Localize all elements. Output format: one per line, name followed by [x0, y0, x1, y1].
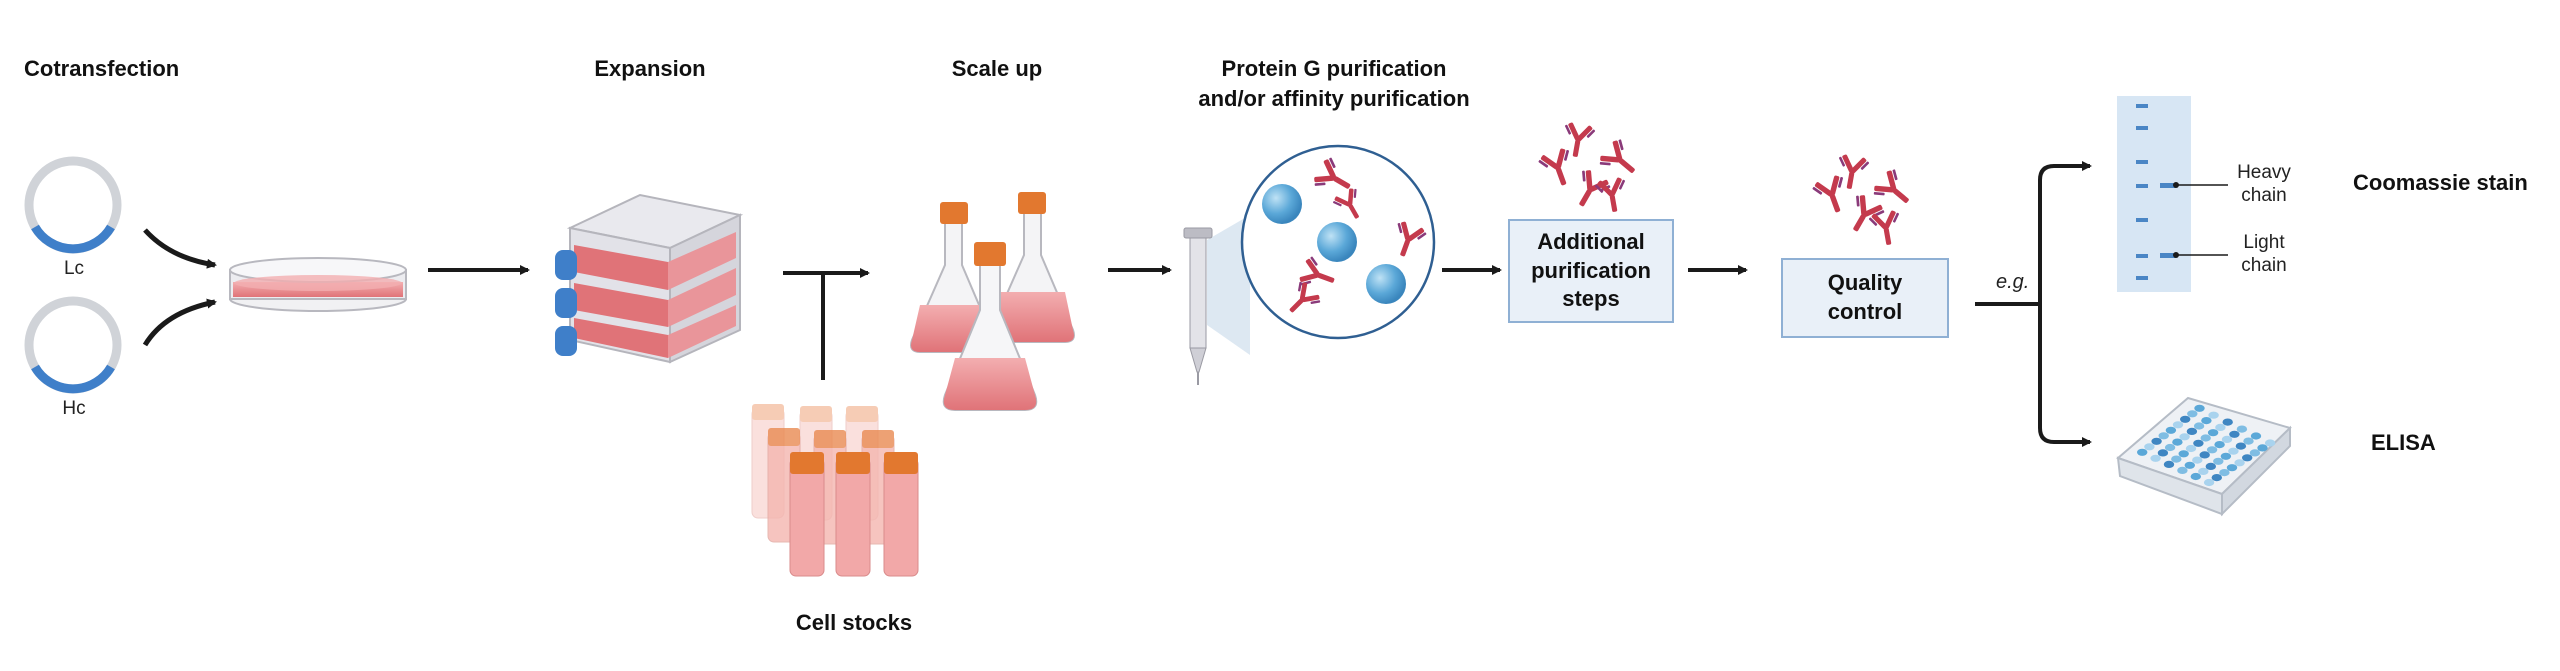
elisa-well — [2177, 466, 2188, 474]
elisa-plate-icon — [2116, 396, 2292, 517]
elisa-well — [2172, 438, 2183, 446]
elisa-well — [2250, 432, 2262, 440]
arrow-hc-to-dish — [142, 298, 217, 347]
elisa-well — [2206, 446, 2218, 454]
coomassie-stain-label: Coomassie stain — [2353, 170, 2528, 195]
elisa-well — [2228, 447, 2239, 455]
gel-icon — [2117, 96, 2228, 292]
elisa-well — [2185, 444, 2197, 453]
elisa-well — [2193, 422, 2205, 430]
plasmid-lc-label: Lc — [63, 258, 85, 279]
elisa-well — [2220, 452, 2232, 460]
heavy-chain-line1: Heavy — [2237, 162, 2291, 183]
elisa-well — [2203, 478, 2215, 487]
elisa-well — [2236, 425, 2248, 433]
elisa-well — [2222, 418, 2233, 426]
purification-column-icon — [1183, 215, 1250, 385]
light-chain-label: Light chain — [2241, 232, 2286, 278]
elisa-well — [2137, 448, 2148, 456]
branch-note: e.g. — [1996, 271, 2030, 293]
petri-dish-icon — [229, 257, 407, 312]
elisa-well — [2192, 456, 2203, 464]
elisa-well — [2243, 437, 2254, 445]
quality-control-line2: control — [1827, 299, 1903, 324]
elisa-well — [2165, 426, 2177, 434]
elisa-well — [2186, 427, 2198, 435]
additional-purification-box: Additional purification steps — [1508, 219, 1674, 323]
elisa-well — [2180, 415, 2191, 423]
elisa-well — [2214, 441, 2225, 449]
elisa-well — [2164, 443, 2176, 452]
branch-arrows — [1975, 161, 2092, 447]
plasmid-lc-icon — [24, 156, 122, 254]
light-chain-line1: Light — [2243, 232, 2285, 253]
elisa-well — [2194, 404, 2205, 412]
elisa-well — [2184, 461, 2195, 469]
elisa-well — [2242, 454, 2253, 462]
elisa-well — [2213, 457, 2224, 465]
elisa-well — [2200, 434, 2211, 442]
arrow-lc-to-dish — [143, 228, 217, 269]
elisa-well — [2190, 472, 2201, 481]
elisa-well — [2229, 430, 2240, 438]
step-purification-label-line1: Protein G purification — [1221, 56, 1447, 81]
step-scale-up-label: Scale up — [951, 56, 1043, 81]
elisa-well — [2150, 454, 2161, 462]
magnified-beads-icon — [1240, 144, 1436, 340]
cell-stocks-label: Cell stocks — [795, 610, 913, 635]
elisa-well — [2151, 437, 2162, 445]
elisa-well — [2163, 460, 2175, 468]
light-chain-line2: chain — [2241, 254, 2287, 276]
elisa-well — [2157, 449, 2169, 457]
elisa-well — [2158, 432, 2169, 440]
elisa-well — [2205, 462, 2216, 470]
elisa-well — [2171, 455, 2182, 463]
elisa-well — [2264, 439, 2276, 447]
elisa-well — [2178, 450, 2189, 458]
plasmid-hc-icon — [24, 296, 122, 394]
quality-control-box: Quality control — [1781, 258, 1949, 338]
elisa-well — [2199, 451, 2210, 459]
elisa-well — [2201, 417, 2212, 425]
step-purification-label-line2: and/or affinity purification — [1198, 86, 1470, 111]
cell-factory-flask-icon — [555, 193, 744, 364]
elisa-well — [2257, 444, 2268, 452]
elisa-well — [2172, 421, 2184, 429]
cryovials-icon — [751, 404, 919, 577]
elisa-well — [2208, 411, 2219, 419]
heavy-chain-line2: chain — [2241, 184, 2287, 206]
elisa-well — [2144, 443, 2155, 451]
plasmid-hc-label: Hc — [62, 398, 86, 419]
elisa-well — [2219, 469, 2230, 477]
elisa-well — [2249, 449, 2261, 457]
elisa-well — [2234, 459, 2245, 467]
elisa-well — [2221, 435, 2233, 443]
elisa-well — [2226, 464, 2238, 472]
antibodies-qc-icon — [1810, 152, 1919, 248]
elisa-well — [2215, 423, 2226, 431]
antibodies-icon — [1536, 120, 1645, 215]
additional-purification-line3: steps — [1562, 286, 1620, 312]
step-cotransfection-label: Cotransfection — [24, 56, 180, 81]
additional-purification-line1: Additional — [1537, 229, 1645, 255]
step-expansion-label: Expansion — [594, 56, 706, 81]
elisa-well — [2187, 410, 2198, 418]
elisa-well — [2193, 439, 2204, 447]
elisa-well — [2211, 474, 2222, 482]
elisa-well — [2207, 429, 2219, 437]
quality-control-line1: Quality — [1827, 270, 1903, 296]
elisa-well — [2235, 442, 2247, 450]
elisa-well — [2179, 433, 2190, 441]
shake-flasks-icon — [910, 192, 1075, 411]
additional-purification-line2: purification — [1531, 257, 1651, 283]
heavy-chain-label: Heavy chain — [2237, 162, 2291, 208]
elisa-label: ELISA — [2371, 430, 2436, 455]
elisa-well — [2198, 467, 2209, 475]
